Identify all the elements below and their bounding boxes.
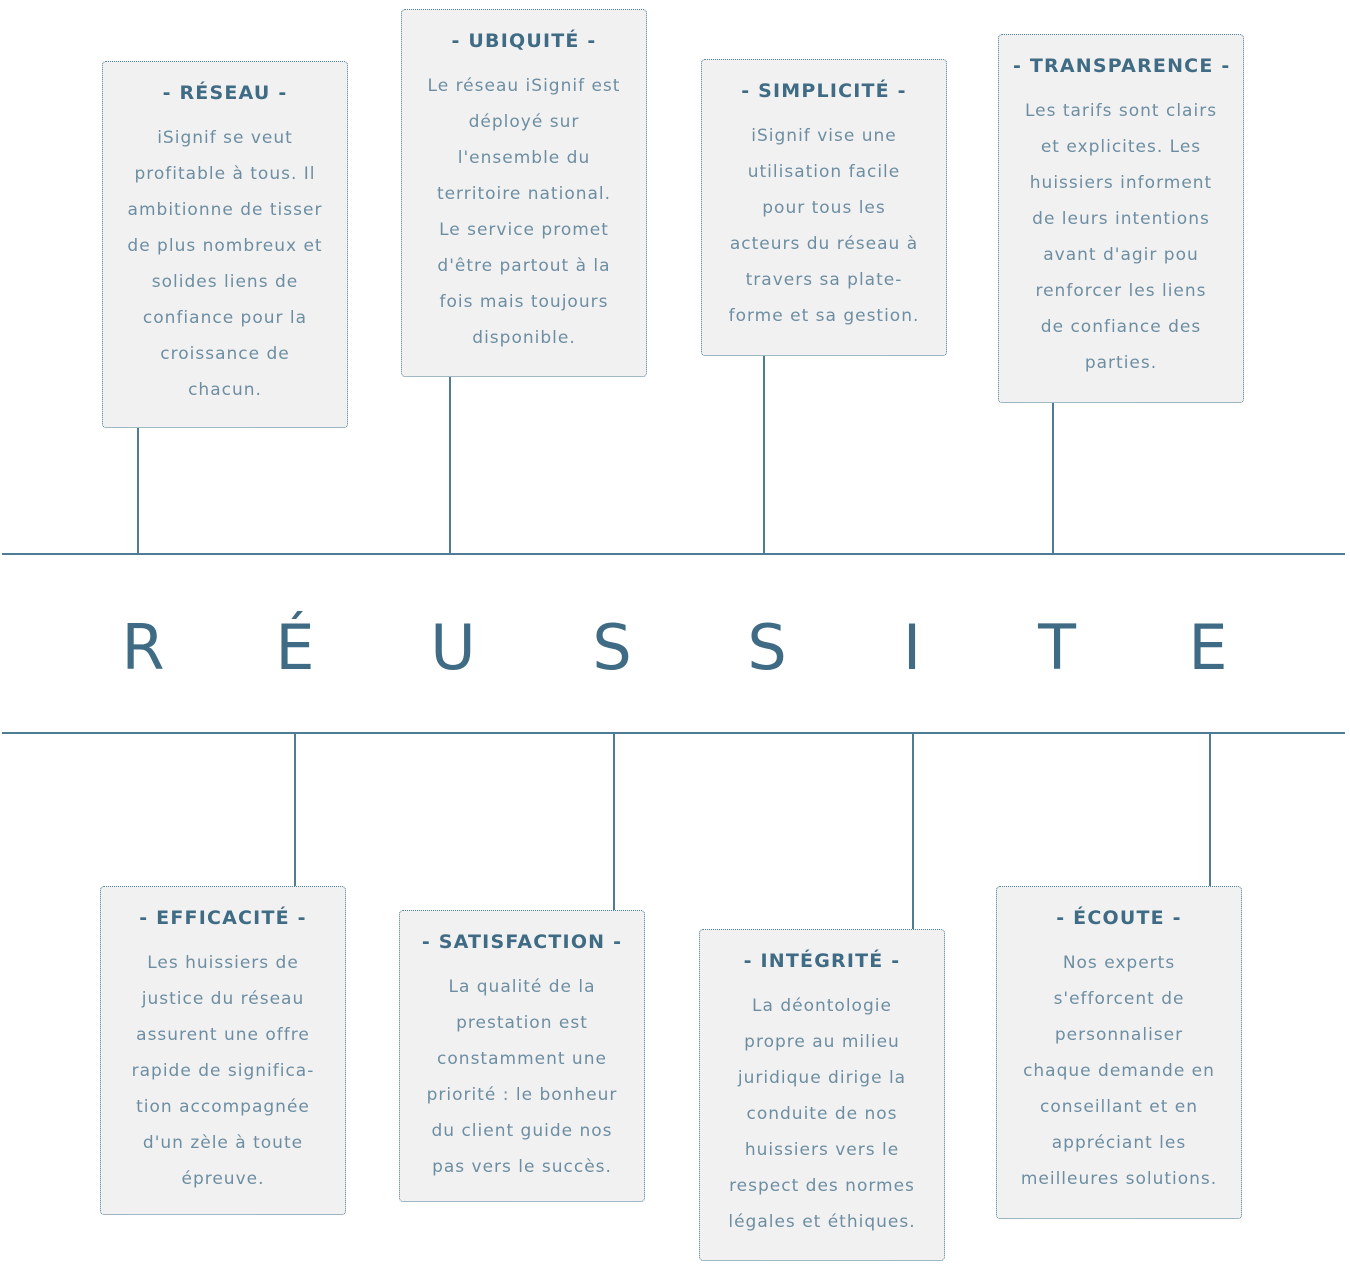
word-letter: S <box>592 611 632 684</box>
word-letter: S <box>747 611 787 684</box>
word-letter: R <box>121 611 165 684</box>
word-letter: É <box>275 611 315 684</box>
card-body: La qualité de la prestation est constamm… <box>426 977 618 1177</box>
connector-integrite <box>912 733 914 930</box>
card-satisfaction: - SATISFACTION - La qualité de la presta… <box>399 910 645 1202</box>
card-title: - ÉCOUTE - <box>1056 907 1182 929</box>
card-simplicite: - SIMPLICITÉ - iSignif vise une utilisat… <box>701 59 947 356</box>
card-body: Le réseau iSignif est déployé sur l'ense… <box>427 76 621 348</box>
card-ecoute: - ÉCOUTE - Nos experts s'efforcent de pe… <box>996 886 1242 1219</box>
card-integrite: - INTÉGRITÉ - La déontologie propre au m… <box>699 929 945 1261</box>
word-letter: U <box>430 611 476 684</box>
card-transparence: - TRANSPARENCE - Les tarifs sont clairs … <box>998 34 1244 403</box>
card-title: - EFFICACITÉ - <box>139 907 307 929</box>
card-body: Les tarifs sont clairs et explicites. Le… <box>1024 101 1218 373</box>
card-body: iSignif se veut profitable à tous. Il am… <box>127 128 323 400</box>
connector-ubiquite <box>449 377 451 554</box>
connector-simplicite <box>763 356 765 554</box>
card-efficacite: - EFFICACITÉ - Les huissiers de justice … <box>100 886 346 1215</box>
card-body: Les huissiers de justice du réseau assur… <box>131 953 315 1189</box>
card-title: - UBIQUITÉ - <box>451 30 597 52</box>
card-title: - RÉSEAU - <box>162 82 288 104</box>
word-letter: T <box>1038 611 1076 684</box>
word-letter: E <box>1188 611 1228 684</box>
card-title: - TRANSPARENCE - <box>1013 55 1231 77</box>
card-reseau: - RÉSEAU - iSignif se veut profitable à … <box>102 61 348 428</box>
word-letter: I <box>902 611 922 684</box>
connector-reseau <box>137 428 139 554</box>
connector-ecoute <box>1209 733 1211 887</box>
card-ubiquite: - UBIQUITÉ - Le réseau iSignif est déplo… <box>401 9 647 377</box>
card-body: iSignif vise une utilisation facile pour… <box>728 126 920 326</box>
connector-satisfaction <box>613 733 615 911</box>
main-word-reussite: R É U S S I T E <box>0 612 1350 692</box>
card-title: - SIMPLICITÉ - <box>741 80 907 102</box>
card-body: La déontologie propre au milieu juridiqu… <box>728 996 916 1232</box>
connector-transparence <box>1052 403 1054 554</box>
bottom-horizontal-line <box>2 732 1345 734</box>
card-title: - SATISFACTION - <box>421 931 623 953</box>
connector-efficacite <box>294 733 296 887</box>
card-body: Nos experts s'efforcent de personnaliser… <box>1020 953 1218 1189</box>
top-horizontal-line <box>2 553 1345 555</box>
card-title: - INTÉGRITÉ - <box>743 950 901 972</box>
